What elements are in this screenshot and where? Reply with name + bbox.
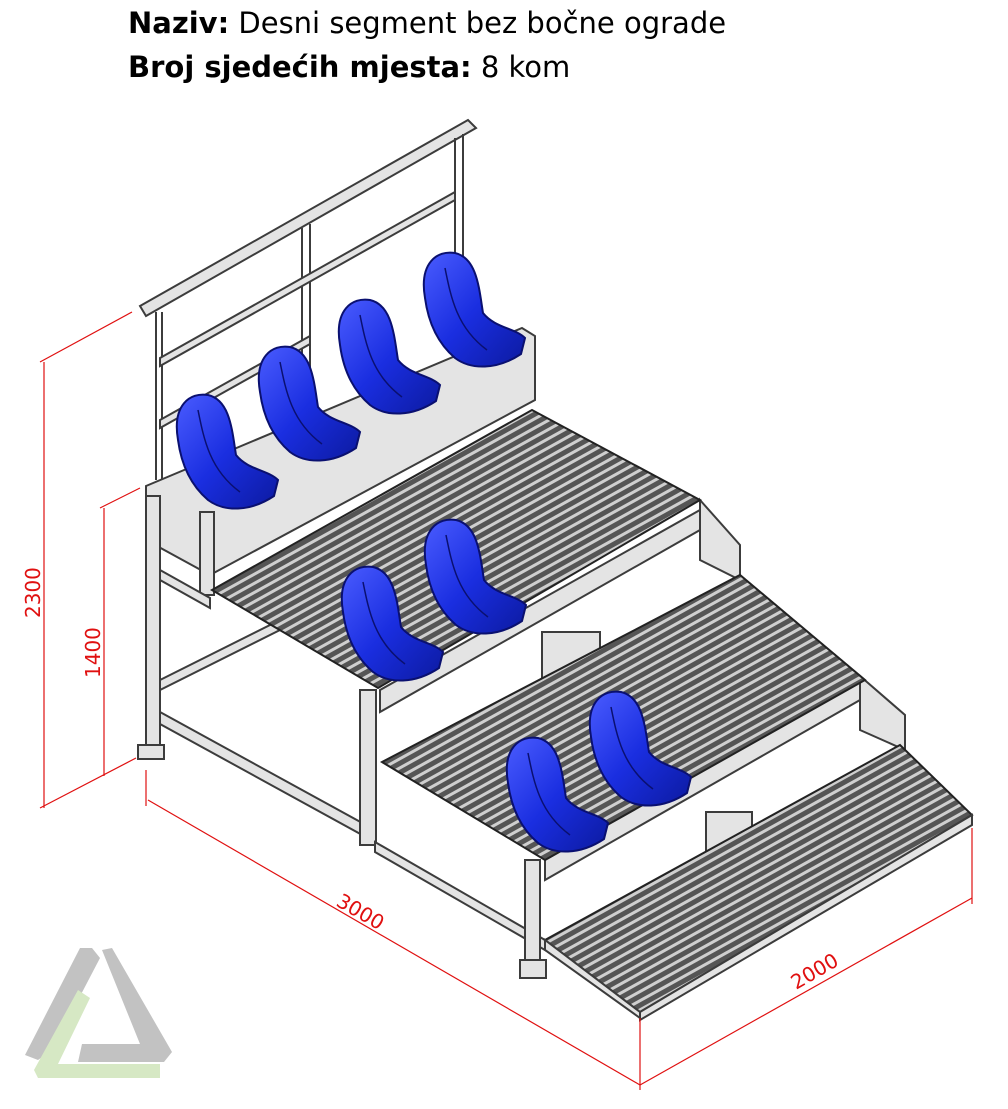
seat-contour	[279, 361, 323, 445]
seat-contour	[610, 706, 654, 790]
seat-icon	[588, 690, 693, 807]
seat-contour	[527, 752, 571, 836]
seats	[175, 251, 693, 853]
seat-contour	[197, 409, 241, 493]
seat-count: Broj sjedećih mjesta: 8 kom	[128, 50, 570, 84]
product-name: Naziv: Desni segment bez bočne ograde	[128, 6, 726, 40]
seat-contour	[445, 534, 489, 618]
name-value: Desni segment bez bočne ograde	[238, 6, 727, 40]
dim-total-height: 2300	[21, 567, 45, 618]
name-label: Naziv:	[128, 6, 230, 40]
seat-icon	[422, 251, 527, 368]
seat-contour	[444, 267, 488, 351]
seat-icon	[423, 518, 528, 635]
seat-icon	[337, 298, 442, 415]
seats-value: 8 kom	[480, 50, 571, 84]
dim-length: 3000	[333, 889, 389, 935]
seat-icon	[505, 736, 610, 853]
seat-contour	[359, 314, 403, 398]
dim-platform-height: 1400	[81, 627, 105, 678]
seat-contour	[362, 581, 406, 665]
seat-icon	[175, 393, 280, 510]
seats-label: Broj sjedećih mjesta:	[128, 50, 472, 84]
dim-depth: 2000	[787, 948, 843, 994]
seat-icon	[257, 345, 362, 462]
company-logo	[25, 948, 172, 1078]
seat-icon	[340, 565, 445, 682]
